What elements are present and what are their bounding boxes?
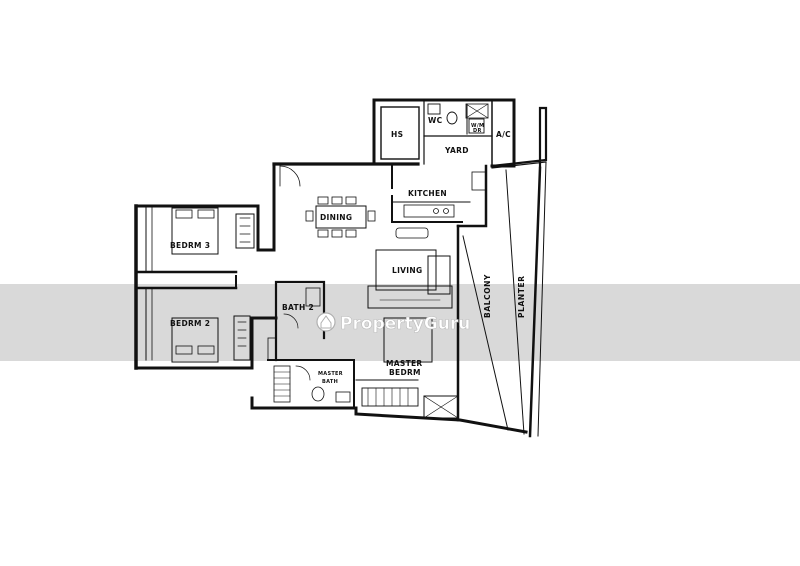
kitchen-wall xyxy=(391,165,463,223)
label-ac: A/C xyxy=(496,130,511,139)
service-block-wall xyxy=(372,98,516,168)
watermark-text: PropertyGuru xyxy=(340,314,470,334)
bed-2 xyxy=(171,317,219,363)
label-kitchen: KITCHEN xyxy=(408,189,447,198)
master-bed xyxy=(383,317,433,363)
label-wm-dr-2: DR xyxy=(473,128,482,134)
watermark-band xyxy=(0,284,800,361)
label-master-bedrm-2: BEDRM xyxy=(389,368,421,377)
label-wc: WC xyxy=(428,116,443,125)
label-bath2: BATH 2 xyxy=(282,303,314,312)
label-hs: HS xyxy=(391,130,403,139)
label-bedrm2: BEDRM 2 xyxy=(170,319,210,328)
living-rug xyxy=(375,249,437,291)
hs-room-box xyxy=(380,106,420,160)
label-living: LIVING xyxy=(392,266,422,275)
dining-table xyxy=(315,205,367,229)
balcony-edge xyxy=(490,106,548,168)
bottom-outer-wall xyxy=(250,396,528,434)
label-dining: DINING xyxy=(320,213,352,222)
watermark-logo xyxy=(316,312,336,332)
label-bedrm3: BEDRM 3 xyxy=(170,241,210,250)
label-balcony: BALCONY xyxy=(483,274,492,318)
bed-3 xyxy=(171,207,219,255)
label-wm-dr-1: W/M xyxy=(471,123,484,129)
label-yard: YARD xyxy=(444,146,469,155)
label-planter: PLANTER xyxy=(517,275,526,318)
label-master-bedrm-1: MASTER xyxy=(386,359,422,368)
master-bath-wall xyxy=(267,359,355,409)
label-master-bath-2: BATH xyxy=(322,379,338,385)
walls xyxy=(134,98,548,438)
label-master-bath-1: MASTER xyxy=(318,371,343,377)
